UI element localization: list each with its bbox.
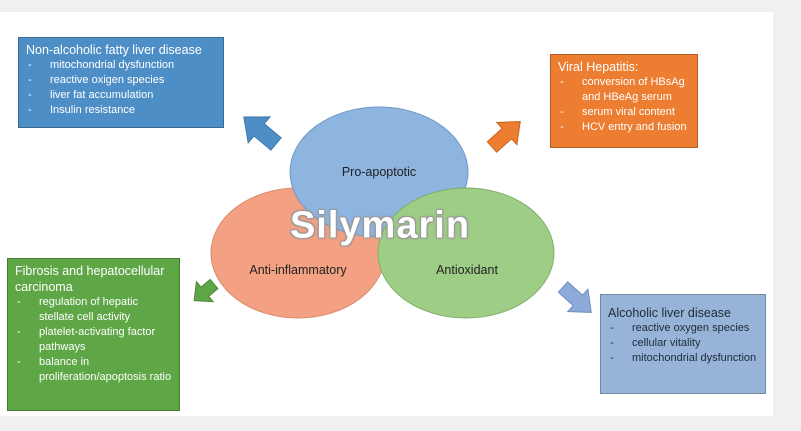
list-item: cellular vitality <box>608 336 758 351</box>
list-item: reactive oxygen species <box>608 321 758 336</box>
box-title: Alcoholic liver disease <box>608 306 731 320</box>
circle-antioxidant <box>377 187 555 319</box>
list-item: mitochondrial dysfunction <box>608 351 758 366</box>
list-item: liver fat accumulation <box>26 88 216 103</box>
label-antioxidant: Antioxidant <box>436 263 498 277</box>
list-item: balance in proliferation/apoptosis ratio <box>15 355 172 385</box>
list-item: serum viral content <box>558 105 690 120</box>
list-item: platelet-activating factor pathways <box>15 325 172 355</box>
list-item: regulation of hepatic stellate cell acti… <box>15 295 172 325</box>
arrow-to-fibrosis-icon <box>193 278 219 303</box>
box-title: Fibrosis and hepatocellular carcinoma <box>15 264 165 294</box>
box-alcoholic: Alcoholic liver disease reactive oxygen … <box>600 294 766 394</box>
list-item: Insulin resistance <box>26 103 216 118</box>
box-fibrosis: Fibrosis and hepatocellular carcinoma re… <box>7 258 180 411</box>
label-anti-inflammatory: Anti-inflammatory <box>249 263 347 277</box>
arrow-to-viral-icon <box>486 121 521 153</box>
list-item: mitochondrial dysfunction <box>26 58 216 73</box>
list-item: HCV entry and fusion <box>558 120 690 135</box>
box-nafld: Non-alcoholic fatty liver disease mitoch… <box>18 37 224 128</box>
box-title: Viral Hepatitis: <box>558 60 639 74</box>
arrow-to-nafld-icon <box>243 116 282 151</box>
label-pro-apoptotic: Pro-apoptotic <box>341 165 417 179</box>
center-title: Silymarin <box>289 204 471 247</box>
list-item: reactive oxigen species <box>26 73 216 88</box>
list-item: conversion of HBsAg and HBeAg serum <box>558 75 690 105</box>
box-title: Non-alcoholic fatty liver disease <box>26 43 202 57</box>
box-viral-hepatitis: Viral Hepatitis: conversion of HBsAg and… <box>550 54 698 148</box>
arrow-to-alcoholic-icon <box>557 281 592 313</box>
